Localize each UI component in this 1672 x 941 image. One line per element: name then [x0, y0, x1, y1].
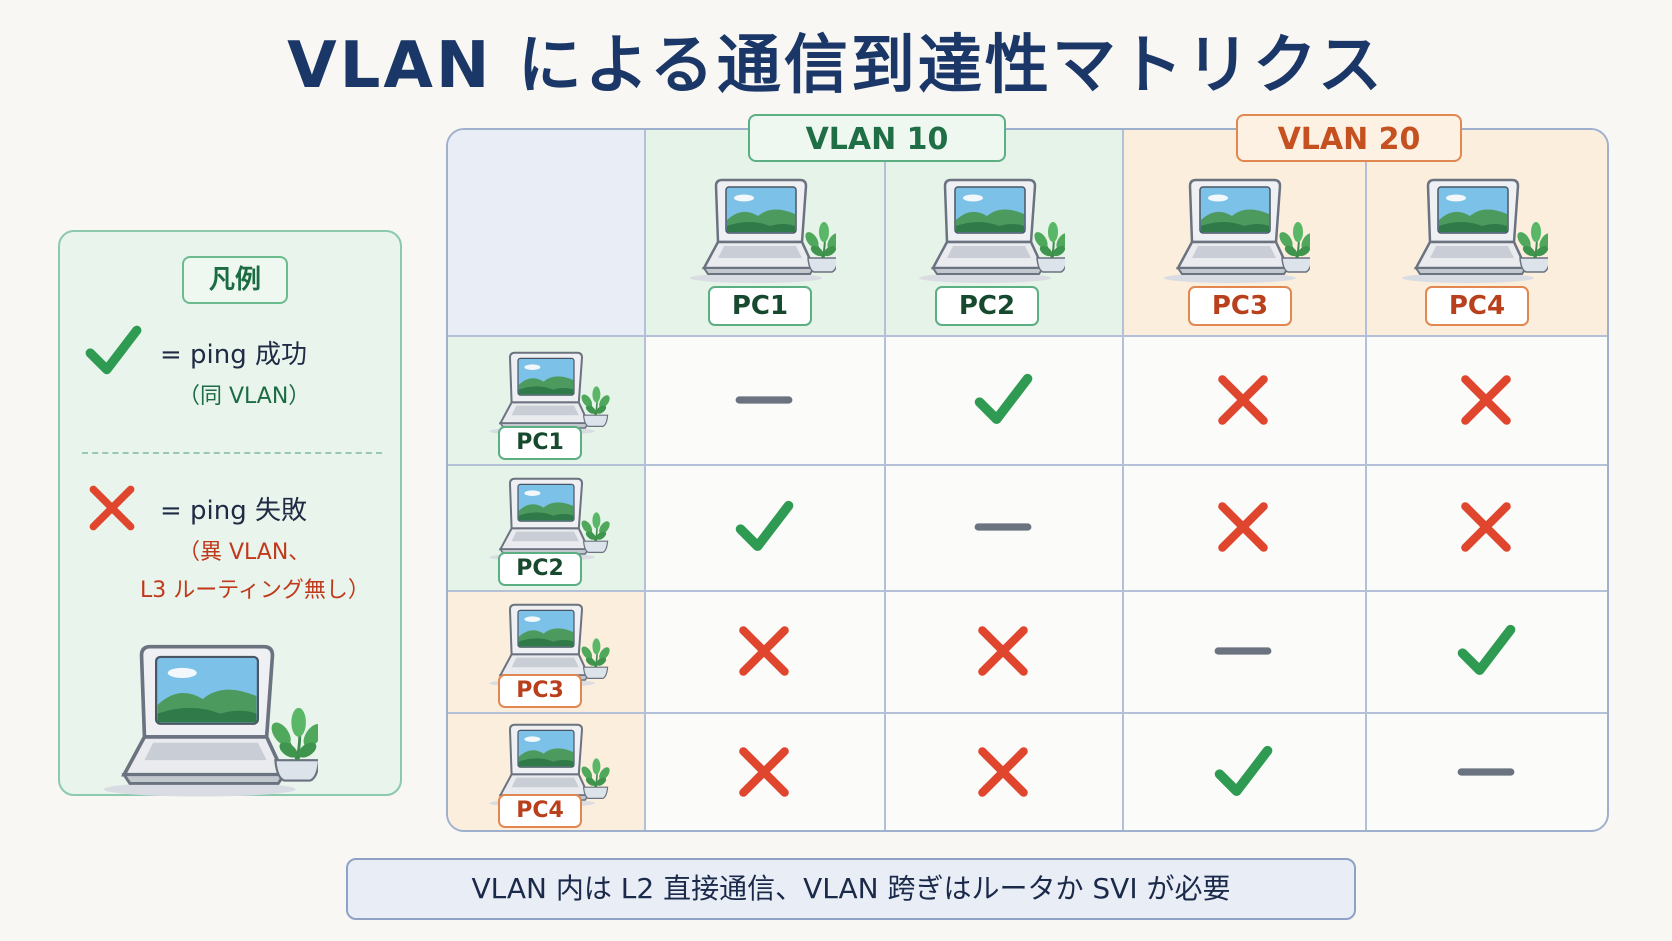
dash-icon	[733, 369, 795, 431]
col-header-pc1: PC1	[708, 286, 812, 326]
legend-fail-sub1: （異 VLAN、	[178, 540, 311, 565]
vlan10-label: VLAN 10	[805, 122, 949, 157]
cross-icon	[1212, 369, 1274, 431]
laptop-icon	[478, 474, 614, 562]
laptop-icon	[915, 174, 1065, 284]
corner-cell	[448, 130, 644, 335]
check-icon	[1211, 740, 1275, 804]
cross-icon	[972, 620, 1034, 682]
check-icon	[971, 368, 1035, 432]
legend-divider	[82, 452, 382, 454]
row-header-pc3: PC3	[498, 674, 582, 708]
vlan10-badge: VLAN 10	[748, 114, 1006, 162]
laptop-icon	[1398, 174, 1548, 284]
cross-icon	[733, 620, 795, 682]
col-header-pc4: PC4	[1425, 286, 1529, 326]
cross-icon	[972, 741, 1034, 803]
vlan20-badge: VLAN 20	[1236, 114, 1462, 162]
legend-fail-text: = ping 失敗	[160, 496, 308, 526]
reachability-matrix: PC1 PC2 PC3 PC4 PC1 PC2 PC3 PC4	[446, 128, 1609, 832]
check-icon	[82, 320, 144, 382]
col-header-pc3: PC3	[1188, 286, 1292, 326]
row-header-pc1: PC1	[498, 426, 582, 460]
legend-title: 凡例	[182, 256, 288, 304]
dash-icon	[1455, 741, 1517, 803]
laptop-icon	[1160, 174, 1310, 284]
laptop-icon	[478, 348, 614, 436]
footer-note: VLAN 内は L2 直接通信、VLAN 跨ぎはルータか SVI が必要	[346, 858, 1356, 920]
check-icon	[732, 495, 796, 559]
laptop-icon	[686, 174, 836, 284]
cross-icon	[1212, 496, 1274, 558]
vlan20-label: VLAN 20	[1277, 122, 1421, 157]
legend-success-text: = ping 成功	[160, 340, 308, 370]
dash-icon	[972, 496, 1034, 558]
legend-panel: 凡例 = ping 成功 （同 VLAN） = ping 失敗 （異 VLAN、…	[58, 230, 402, 796]
row-header-pc2: PC2	[498, 552, 582, 586]
page-title: VLAN による通信到達性マトリクス	[287, 29, 1385, 103]
col-header-pc2: PC2	[935, 286, 1039, 326]
laptop-illustration	[96, 638, 318, 798]
legend-success-sub: （同 VLAN）	[178, 384, 311, 409]
cross-icon	[733, 741, 795, 803]
cross-icon	[84, 480, 140, 536]
legend-fail-sub2: L3 ルーティング無し）	[140, 578, 370, 603]
check-icon	[1454, 619, 1518, 683]
row-header-pc4: PC4	[498, 794, 582, 828]
cross-icon	[1455, 496, 1517, 558]
cross-icon	[1455, 369, 1517, 431]
dash-icon	[1212, 620, 1274, 682]
